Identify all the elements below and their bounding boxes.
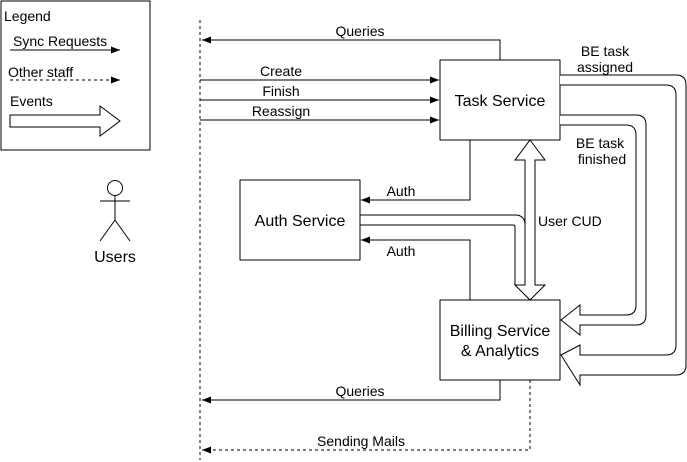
auth-top-label: Auth	[387, 183, 416, 199]
queries-bottom-arrow	[202, 380, 501, 404]
be-task-finished-event-arrow	[560, 114, 647, 337]
auth-service-box: Auth Service	[239, 179, 361, 261]
queries-top-label: Queries	[335, 23, 384, 39]
auth-bottom-label: Auth	[387, 243, 416, 259]
legend-events-label: Events	[10, 93, 53, 109]
legend-event-arrow	[9, 105, 121, 137]
be-task-assigned-label-line2: assigned	[577, 59, 633, 75]
reassign-label: Reassign	[252, 103, 310, 119]
legend-title: Legend	[4, 8, 51, 24]
actor-label: Users	[94, 249, 136, 266]
be-task-finished-label-line1: BE task	[576, 135, 625, 151]
billing-service-box: Billing Service & Analytics	[439, 299, 561, 381]
auth-top-arrow	[361, 140, 471, 204]
sending-mails-arrow	[202, 380, 531, 454]
task-billing-event-arrow	[513, 139, 547, 301]
task-service-label: Task Service	[455, 93, 546, 110]
be-task-assigned-label-line1: BE task	[581, 43, 630, 59]
create-label: Create	[260, 63, 302, 79]
users-actor: Users	[94, 180, 136, 266]
auth-bottom-arrow	[361, 236, 471, 300]
be-task-finished-label-line2: finished	[578, 151, 626, 167]
user-cud-label: User CUD	[538, 213, 602, 229]
be-task-assigned-event-arrow	[560, 74, 687, 387]
finish-label: Finish	[262, 83, 299, 99]
billing-service-label-line1: Billing Service	[450, 323, 551, 340]
actor-head-icon	[107, 180, 123, 196]
user-cud-event-upper	[360, 214, 526, 226]
user-cud-event-lower	[360, 224, 516, 285]
auth-service-label: Auth Service	[255, 213, 346, 230]
legend-other-staff-label: Other staff	[8, 64, 73, 80]
queries-bottom-label: Queries	[335, 383, 384, 399]
billing-service-label-line2: & Analytics	[461, 343, 539, 360]
queries-top-arrow	[202, 36, 501, 60]
sending-mails-label: Sending Mails	[317, 433, 405, 449]
legend-sync-requests-label: Sync Requests	[13, 33, 107, 49]
task-service-box: Task Service	[439, 59, 561, 141]
legend: Legend Sync Requests Other staff Events	[0, 0, 151, 151]
